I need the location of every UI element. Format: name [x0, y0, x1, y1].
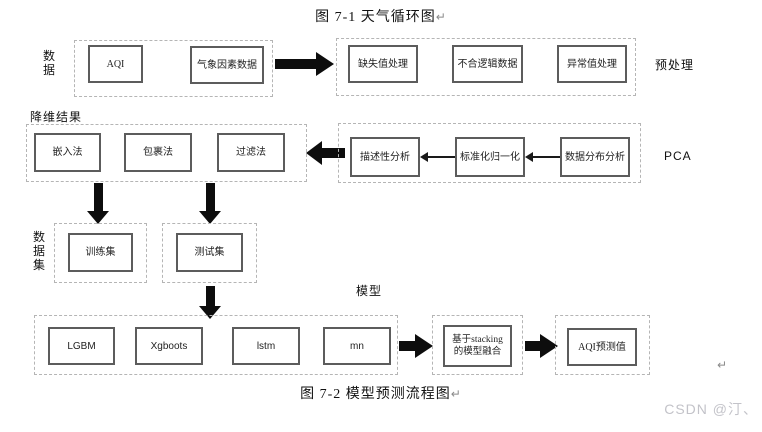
analysis-group-frame [338, 123, 641, 183]
label-data: 数据 [42, 49, 55, 77]
box-standardization: 标准化归一化 [455, 137, 525, 177]
label-model: 模型 [356, 284, 383, 298]
csdn-watermark: CSDN @汀、 [664, 401, 758, 417]
box-stacking-fusion: 基于stacking 的模型融合 [443, 325, 512, 367]
box-weather-factors: 气象因素数据 [190, 46, 264, 84]
box-distribution-analysis: 数据分布分析 [560, 137, 630, 177]
figure-caption-top-text: 图 7-1 天气循环图 [315, 10, 436, 25]
figure-caption-top: 图 7-1 天气循环图↵ [0, 6, 762, 26]
input-group-frame [74, 40, 273, 97]
paragraph-mark-icon: ↵ [450, 387, 462, 401]
box-wrapper-method: 包裹法 [124, 133, 192, 172]
paragraph-mark-icon: ↵ [717, 358, 728, 372]
label-reduction-result: 降维结果 [30, 110, 83, 124]
figure-caption-bottom: 图 7-2 模型预测流程图↵ [0, 383, 762, 403]
output-frame [555, 315, 650, 375]
test-set-frame [162, 223, 257, 283]
box-descriptive-analysis: 描述性分析 [350, 137, 420, 177]
preprocess-group-frame [336, 38, 636, 96]
box-illogical-data: 不合逻辑数据 [452, 45, 523, 83]
label-preprocess: 预处理 [655, 58, 695, 72]
label-dataset: 数据集 [32, 230, 45, 272]
stacking-line-2: 的模型融合 [453, 347, 502, 357]
box-filter-method: 过滤法 [217, 133, 285, 172]
stacking-frame [432, 315, 523, 375]
box-outlier-handling: 异常值处理 [557, 45, 627, 83]
stacking-line-1: 基于stacking [452, 335, 503, 345]
label-pca: PCA [664, 149, 692, 163]
figure-caption-bottom-text: 图 7-2 模型预测流程图 [300, 387, 451, 402]
box-missing-values: 缺失值处理 [348, 45, 418, 83]
box-embedded-method: 嵌入法 [34, 133, 101, 172]
box-aqi-prediction: AQI预测值 [567, 328, 637, 366]
box-train-set: 训练集 [68, 233, 133, 272]
box-test-set: 测试集 [176, 233, 243, 272]
box-lstm: lstm [232, 327, 300, 365]
box-xgboots: Xgboots [135, 327, 203, 365]
train-set-frame [54, 223, 147, 283]
box-aqi: AQI [88, 45, 143, 83]
box-rnn: mn [323, 327, 391, 365]
paragraph-mark-icon: ↵ [435, 10, 447, 24]
box-lgbm: LGBM [48, 327, 115, 365]
model-group-frame [34, 315, 398, 375]
